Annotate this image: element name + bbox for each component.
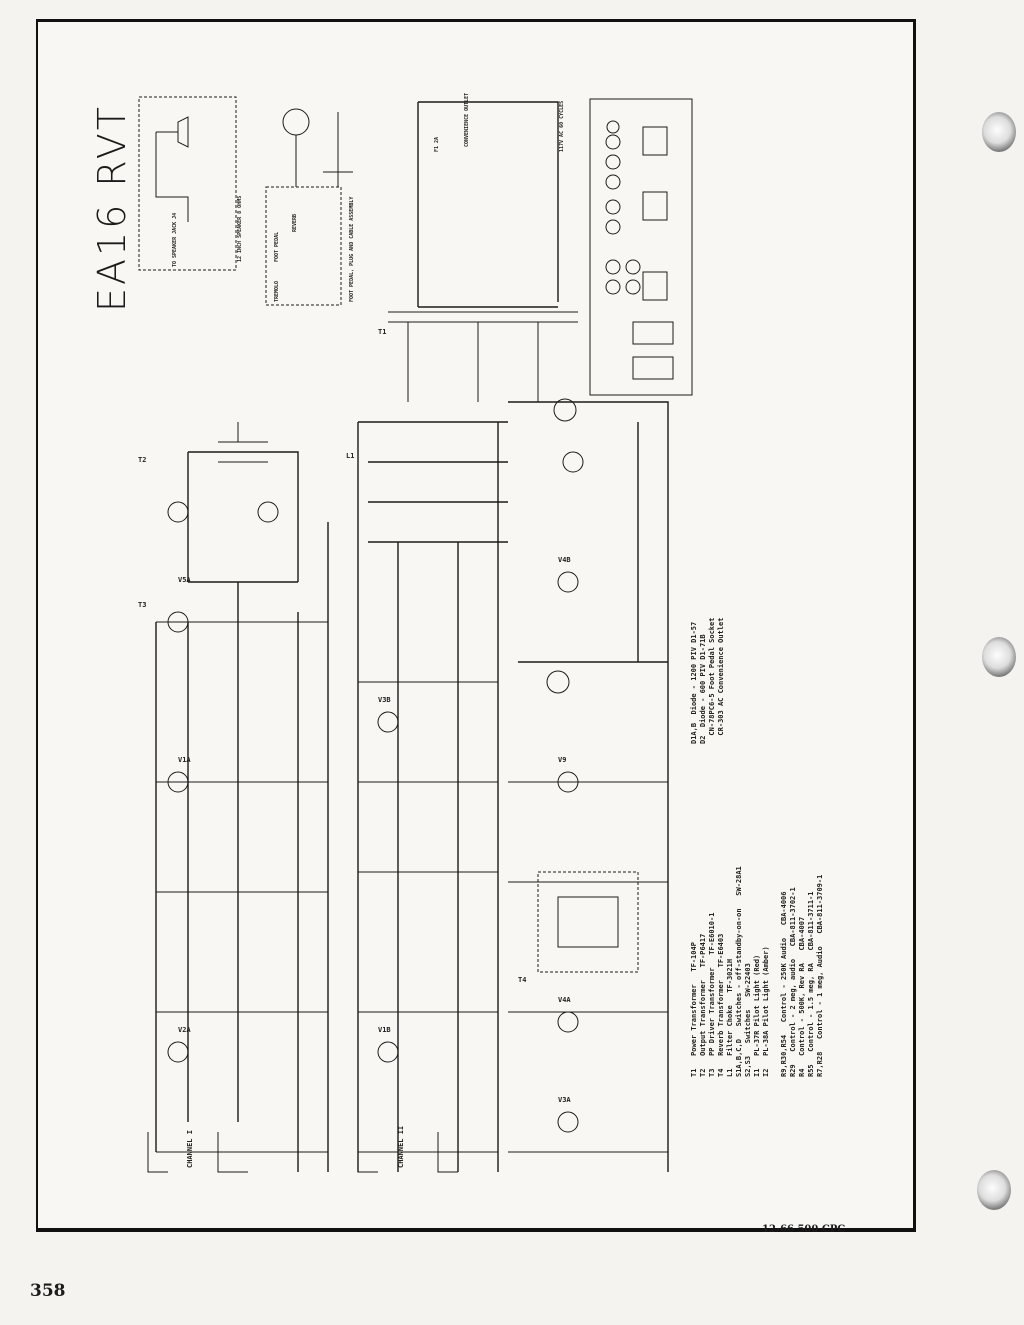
label-v2a: V2A: [178, 1026, 191, 1034]
label-v1b: V1B: [378, 1026, 391, 1034]
print-code: 12-66 500 CPC: [762, 1224, 846, 1235]
label-channel-2: CHANNEL II: [397, 1126, 405, 1168]
label-v3b: V3B: [378, 696, 391, 704]
label-channel-1: CHANNEL I: [186, 1130, 194, 1168]
label-t4: T4: [518, 976, 526, 984]
control-row: R29 Control - 2 meg, audio CBA-811-3702-…: [789, 887, 797, 1077]
diode-row: CR-303 AC Convenience Outlet: [717, 617, 725, 736]
reverb-box: [537, 871, 639, 973]
diode-legend: D1A,B Diode - 1200 PIV D1-57 D2 Diode - …: [690, 618, 726, 744]
page-number: 358: [30, 1281, 66, 1301]
tube-v7: [257, 501, 279, 523]
label-fuse: F1 2A: [434, 137, 440, 152]
tube-v9-indicator: [553, 398, 577, 422]
label-v4b: V4B: [558, 556, 571, 564]
tube-v3a: [557, 1111, 579, 1133]
control-row: R4 Control - 500K, Rev RA CBA-4007: [798, 916, 806, 1077]
tube-v5a: [167, 611, 189, 633]
label-outlet: CONVENIENCE OUTLET: [464, 93, 470, 147]
control-row: R7,R28 Control - 1 meg, Audio CBA-811-37…: [816, 874, 824, 1077]
input-jacks: [147, 1132, 458, 1173]
tube-v3b: [377, 711, 399, 733]
legend-row: T4 Reverb Transformer TF-E6403: [717, 933, 725, 1077]
legend-row: L1 Filter Choke TF-3021H: [726, 958, 734, 1077]
binder-hole-top: [982, 112, 1016, 152]
legend-row: I1 PL-37R Pilot Light (Red): [753, 954, 761, 1077]
binder-hole-bottom: [977, 1170, 1011, 1210]
label-v3a: V3A: [558, 1096, 571, 1104]
label-l1: L1: [346, 452, 354, 460]
label-v5a: V5A: [178, 576, 191, 584]
control-row: R55 Control - 1.5 meg, RA CBA-811-3711-1: [807, 891, 815, 1078]
label-pedal-c: TREMOLO: [274, 281, 280, 302]
model-title: EA16 RVT: [90, 104, 134, 312]
schematic-sheet: CHANNEL I CHANNEL II V5A V1A V2A V3B V1B…: [36, 19, 916, 1232]
legend-row: T1 Power Transformer TF-104P: [690, 942, 698, 1077]
label-v4a: V4A: [558, 996, 571, 1004]
label-pedal-b: REVERB: [292, 214, 298, 232]
diode-row: CN-78PC6-5 Foot Pedal Socket: [708, 617, 716, 736]
tube-v2a: [167, 1041, 189, 1063]
pedal-socket: [282, 108, 310, 136]
tube-v1b: [377, 1041, 399, 1063]
label-t2: T2: [138, 456, 146, 464]
tube-v8: [546, 670, 570, 694]
diode-row: D2 Diode - 600 PIV D1-71B: [699, 634, 707, 744]
panel-sockets: [605, 120, 674, 380]
speaker-symbol: [155, 116, 189, 222]
legend-row: S2,S3 Switches SW-22403: [744, 963, 752, 1077]
parts-legend: T1 Power Transformer TF-104P T2 Output T…: [690, 866, 825, 1077]
tube-v9: [557, 771, 579, 793]
pedal-box: [265, 186, 342, 306]
label-line: 117V AC 60 CYCLES: [559, 101, 565, 152]
label-v1a: V1A: [178, 756, 191, 764]
legend-row: T2 Output Transformer TF-P6417: [699, 933, 707, 1077]
power-panel: [589, 98, 693, 396]
tube-v4b: [557, 571, 579, 593]
tube-v10: [562, 451, 584, 473]
label-pedal-box: FOOT PEDAL, PLUG AND CABLE ASSEMBLY: [349, 197, 355, 302]
label-speaker-box: 12 INCH SPEAKER 8 OHMS: [237, 196, 243, 262]
legend-row: T3 PP Driver Transformer TF-E6010-1: [708, 912, 716, 1077]
binder-hole-middle: [982, 637, 1016, 677]
control-row: R9,R30,R54 Control - 250K Audio CBA-4006: [780, 891, 788, 1077]
schematic-diagram: CHANNEL I CHANNEL II V5A V1A V2A V3B V1B…: [138, 93, 693, 1173]
label-t3: T3: [138, 601, 146, 609]
label-t1: T1: [378, 328, 386, 336]
label-pedal-a: FOOT PEDAL: [274, 232, 280, 262]
label-speaker-jack: TO SPEAKER JACK J4: [172, 213, 178, 267]
legend-row: I2 PL-38A Pilot Light (Amber): [762, 946, 770, 1077]
tube-v1a: [167, 771, 189, 793]
label-v9: V9: [558, 756, 566, 764]
diode-row: D1A,B Diode - 1200 PIV D1-57: [690, 621, 698, 744]
tube-v6: [167, 501, 189, 523]
tube-v4a: [557, 1011, 579, 1033]
reverb-tank: [557, 896, 619, 948]
legend-row: S1A,B,C,D Switches - off-standby-on-on S…: [735, 866, 743, 1077]
